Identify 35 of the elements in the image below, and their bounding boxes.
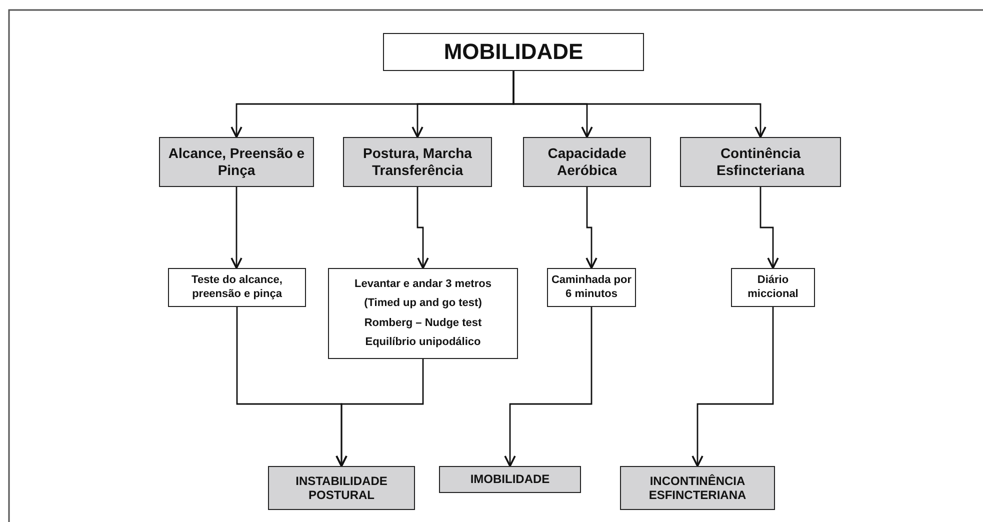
- process-box: [328, 268, 518, 359]
- node-text: Alcance, Preensão e Pinça: [167, 145, 306, 179]
- node-text: Capacidade Aeróbica: [546, 145, 628, 179]
- process-box: [547, 268, 636, 307]
- arrow: [230, 187, 242, 269]
- category-box: [680, 137, 841, 187]
- node-text: Continência Esfincteriana: [716, 145, 806, 179]
- arrow: [336, 359, 424, 467]
- arrow: [692, 307, 774, 467]
- arrow: [760, 187, 779, 269]
- node-text: Diário miccional: [746, 274, 800, 301]
- node-text: INSTABILIDADE POSTURAL: [294, 474, 388, 502]
- category-box: [159, 137, 314, 187]
- node-text: Equilíbrio unipodálico: [365, 336, 481, 349]
- category-box: [523, 137, 651, 187]
- arrow: [504, 307, 592, 467]
- node-text: Postura, Marcha Transferência: [362, 145, 473, 179]
- process-box: [731, 268, 815, 307]
- node-text: Romberg – Nudge test: [364, 316, 482, 330]
- category-box: [620, 466, 775, 510]
- node-text: IMOBILIDADE: [470, 472, 550, 487]
- category-box: [439, 466, 581, 493]
- title-box: [383, 33, 644, 71]
- node-text: INCONTINÊNCIA ESFINCTERIANA: [648, 474, 748, 502]
- process-box: [168, 268, 306, 307]
- node-text: Levantar e andar 3 metros: [354, 278, 492, 292]
- category-box: [268, 466, 415, 510]
- category-box: [343, 137, 492, 187]
- node-text: Caminhada por 6 minutos: [550, 274, 633, 301]
- arrow: [586, 187, 598, 269]
- node-text: MOBILIDADE: [444, 38, 584, 66]
- arrow: [512, 71, 766, 138]
- node-text: Teste do alcance, preensão e pinça: [190, 274, 284, 301]
- arrow: [416, 187, 429, 269]
- node-text: (Timed up and go test): [364, 297, 482, 310]
